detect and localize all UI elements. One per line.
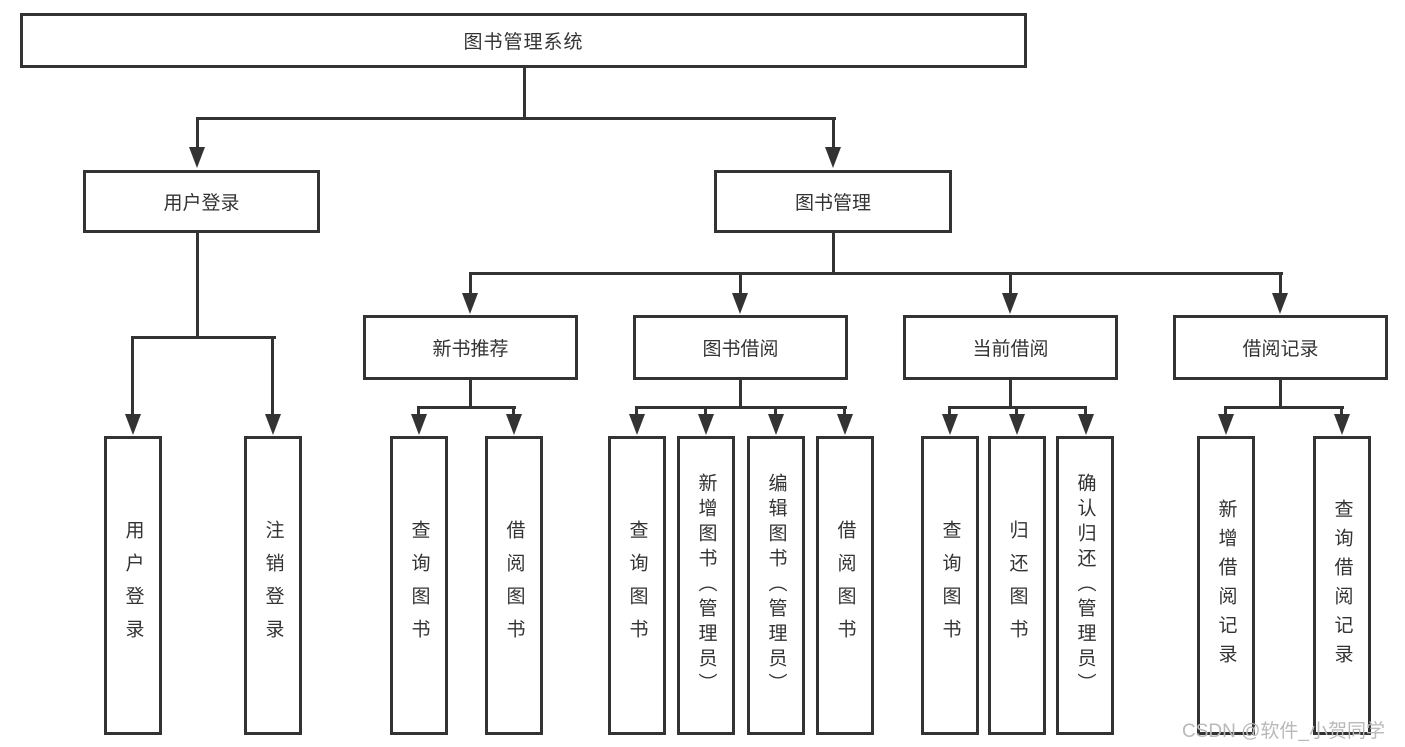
arrowhead-icon <box>411 414 427 435</box>
connector-drop <box>1084 406 1087 416</box>
connector-drop <box>739 272 742 295</box>
connector-root-stub <box>523 66 526 120</box>
connector-drop <box>1340 406 1343 416</box>
leaf-borrow-books: 借阅图书 <box>816 436 874 735</box>
arrowhead-icon <box>265 414 281 435</box>
arrowhead-icon <box>1272 293 1288 314</box>
connector-drop <box>1279 272 1282 295</box>
csdn-watermark: CSDN @软件_小贺同学 <box>1182 721 1385 742</box>
arrowhead-icon <box>1002 293 1018 314</box>
arrowhead-icon <box>629 414 645 435</box>
leaf-edit-book-admin: 编辑图书（管理员） <box>747 436 805 735</box>
arrowhead-icon <box>698 414 714 435</box>
connector-drop <box>1015 406 1018 416</box>
leaf-borrow-query-books: 查询图书 <box>608 436 666 735</box>
connector-drop <box>948 406 951 416</box>
connector-user-login-branch <box>131 336 276 339</box>
connector-drop <box>1009 272 1012 295</box>
connector-book-management-stub <box>832 233 835 275</box>
leaf-confirm-return-admin: 确认归还（管理员） <box>1056 436 1114 735</box>
arrowhead-icon <box>506 414 522 435</box>
arrowhead-icon <box>462 293 478 314</box>
arrowhead-icon <box>732 293 748 314</box>
node-user-login: 用户登录 <box>83 170 320 233</box>
leaf-logout: 注销登录 <box>244 436 302 735</box>
node-book-borrow: 图书借阅 <box>633 315 848 380</box>
connector-new-book-stub <box>469 378 472 408</box>
node-book-management: 图书管理 <box>714 170 952 233</box>
arrowhead-icon <box>189 147 205 168</box>
connector-drop <box>1224 406 1227 416</box>
leaf-return-books: 归还图书 <box>988 436 1046 735</box>
connector-borrow-branch <box>635 406 847 409</box>
arrowhead-icon <box>825 147 841 168</box>
connector-borrow-stub <box>739 378 742 408</box>
node-new-book-recommend: 新书推荐 <box>363 315 578 380</box>
connector-book-management-branch <box>469 272 1283 275</box>
connector-drop <box>843 406 846 416</box>
connector-drop <box>704 406 707 416</box>
connector-new-book-branch <box>417 406 516 409</box>
arrowhead-icon <box>125 414 141 435</box>
connector-drop <box>469 272 472 295</box>
node-root: 图书管理系统 <box>20 13 1027 68</box>
connector-records-stub <box>1279 378 1282 408</box>
arrowhead-icon <box>1078 414 1094 435</box>
arrowhead-icon <box>1334 414 1350 435</box>
arrowhead-icon <box>768 414 784 435</box>
arrowhead-icon <box>837 414 853 435</box>
leaf-newbook-borrow-books: 借阅图书 <box>485 436 543 735</box>
leaf-add-borrow-record: 新增借阅记录 <box>1197 436 1255 735</box>
connector-drop-user-login <box>196 117 199 149</box>
connector-current-stub <box>1009 378 1012 408</box>
connector-drop <box>774 406 777 416</box>
leaf-add-book-admin: 新增图书（管理员） <box>677 436 735 735</box>
leaf-user-login: 用户登录 <box>104 436 162 735</box>
connector-root-branch <box>196 117 836 120</box>
connector-drop <box>131 336 134 416</box>
leaf-current-query-books: 查询图书 <box>921 436 979 735</box>
leaf-query-borrow-record: 查询借阅记录 <box>1313 436 1371 735</box>
leaf-newbook-query-books: 查询图书 <box>390 436 448 735</box>
connector-drop <box>417 406 420 416</box>
connector-drop <box>512 406 515 416</box>
connector-user-login-stub <box>196 233 199 339</box>
arrowhead-icon <box>942 414 958 435</box>
node-borrow-records: 借阅记录 <box>1173 315 1388 380</box>
arrowhead-icon <box>1009 414 1025 435</box>
arrowhead-icon <box>1218 414 1234 435</box>
node-current-borrow: 当前借阅 <box>903 315 1118 380</box>
connector-records-branch <box>1224 406 1344 409</box>
connector-drop <box>271 336 274 416</box>
connector-drop <box>635 406 638 416</box>
connector-drop-book-management <box>832 117 835 149</box>
